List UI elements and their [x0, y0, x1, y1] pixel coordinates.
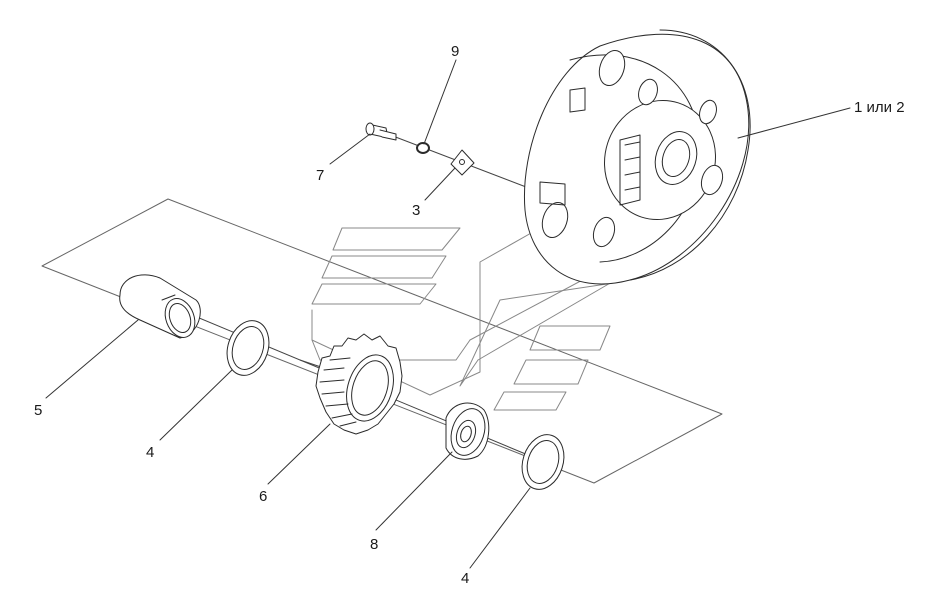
plate-part-3 [450, 149, 475, 176]
bearing-part-8 [445, 402, 490, 460]
leader-7 [329, 133, 371, 165]
sleeve-part-5 [119, 274, 201, 339]
leader-9 [423, 59, 457, 145]
washer-part-4-right [521, 434, 565, 490]
ring-part-9 [416, 142, 430, 154]
callout-6: 6 [259, 488, 267, 505]
washer-part-4-left [226, 320, 270, 376]
callout-8: 8 [370, 536, 378, 553]
callout-3: 3 [412, 202, 420, 219]
callout-5: 5 [34, 402, 42, 419]
leader-4a [159, 369, 233, 441]
callout-7: 7 [316, 167, 324, 184]
section-ribbon [311, 227, 621, 411]
leader-8 [375, 451, 453, 531]
leader-4b [469, 487, 531, 569]
leader-5 [45, 319, 139, 399]
callout-1-or-2: 1 или 2 [854, 99, 905, 116]
leader-1 [737, 107, 851, 139]
leader-6 [267, 423, 331, 485]
gear-part-6 [315, 333, 403, 435]
leader-lines [45, 59, 851, 569]
hub-part-1-2 [523, 29, 751, 285]
callout-9: 9 [451, 43, 459, 60]
leader-3 [424, 167, 456, 201]
callout-4-left: 4 [146, 444, 154, 461]
pin-part-7 [365, 122, 397, 141]
callout-4-right: 4 [461, 570, 469, 587]
assembly-frame-outline [41, 198, 723, 484]
